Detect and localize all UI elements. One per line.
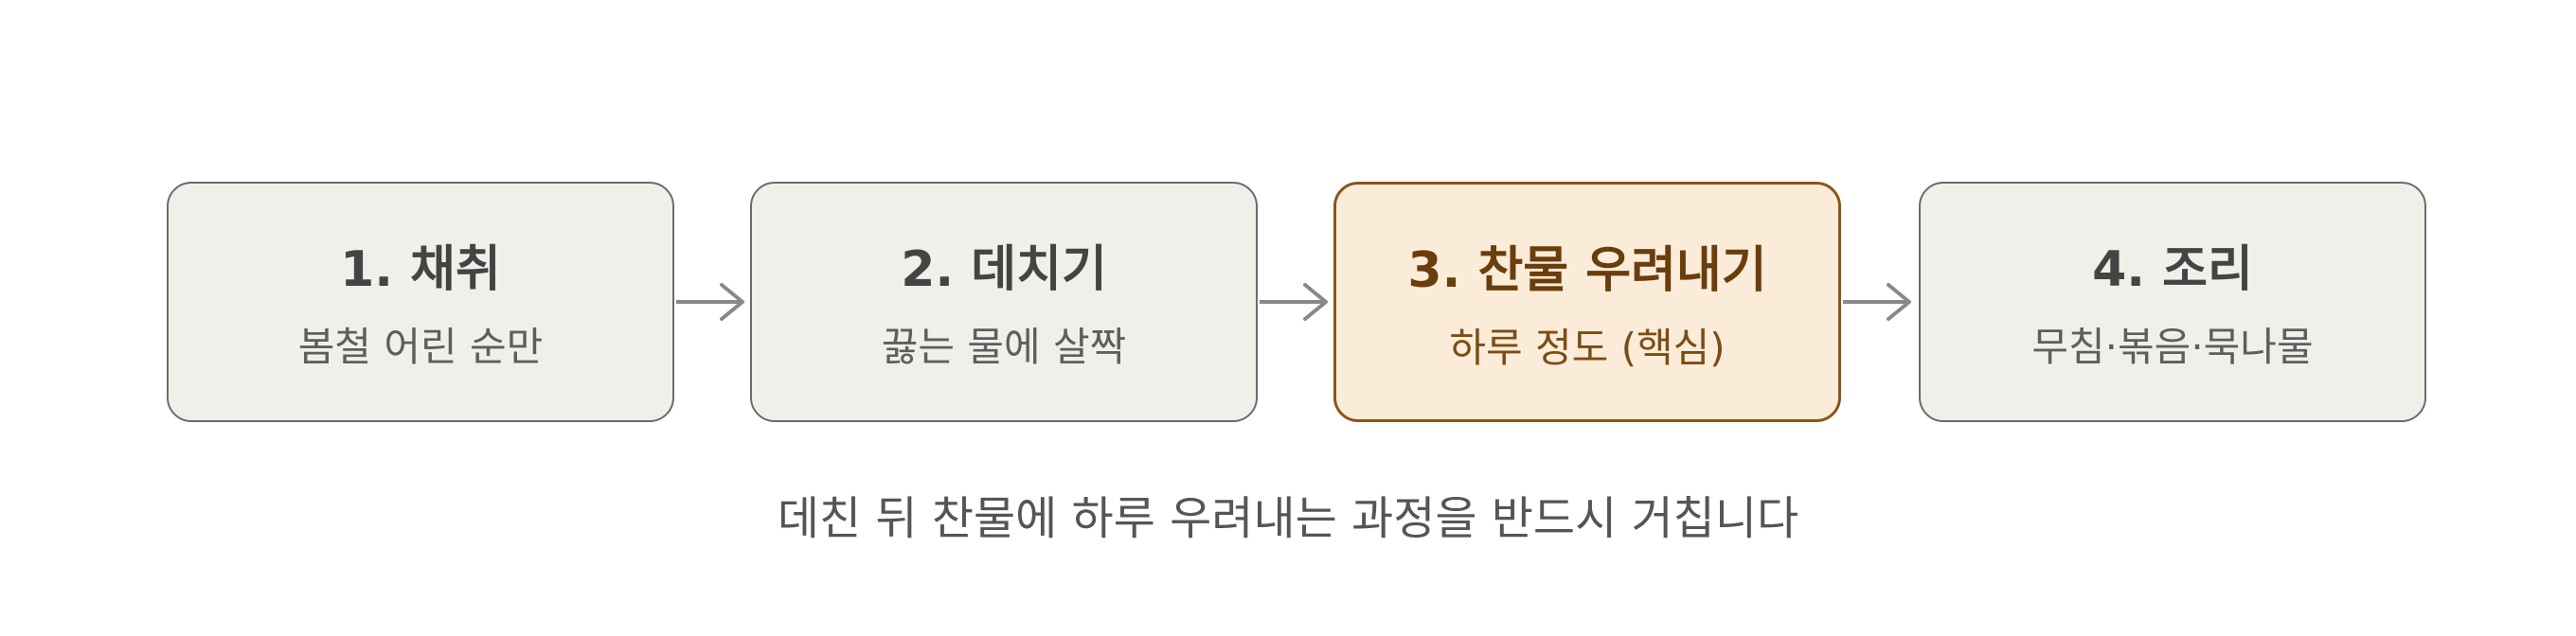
step-title: 1. 채취 bbox=[340, 241, 501, 298]
step-title: 2. 데치기 bbox=[901, 241, 1107, 298]
step-soak: 3. 찬물 우려내기 하루 정도 (핵심) bbox=[1333, 182, 1841, 422]
arrow-right-icon bbox=[1843, 283, 1911, 321]
arrow-right-icon bbox=[1260, 283, 1328, 321]
step-title: 4. 조리 bbox=[2092, 241, 2253, 298]
step-subtitle: 끓는 물에 살짝 bbox=[881, 324, 1127, 370]
step-subtitle: 하루 정도 (핵심) bbox=[1449, 325, 1726, 371]
caption: 데친 뒤 찬물에 하루 우려내는 과정을 반드시 거칩니다 bbox=[777, 492, 1799, 545]
step-title: 3. 찬물 우려내기 bbox=[1407, 242, 1767, 299]
step-blanch: 2. 데치기 끓는 물에 살짝 bbox=[750, 182, 1258, 422]
step-subtitle: 봄철 어린 순만 bbox=[297, 324, 544, 370]
step-cook: 4. 조리 무침·볶음·묵나물 bbox=[1919, 182, 2426, 422]
step-subtitle: 무침·볶음·묵나물 bbox=[2031, 324, 2314, 370]
step-harvest: 1. 채취 봄철 어린 순만 bbox=[167, 182, 674, 422]
arrow-right-icon bbox=[676, 283, 744, 321]
